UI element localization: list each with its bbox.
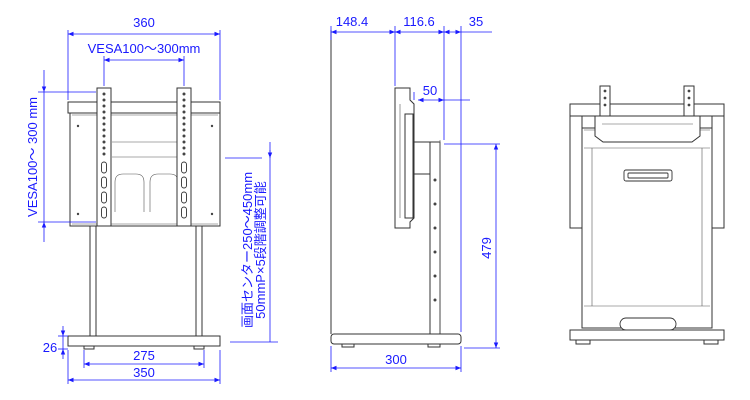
bracket-hole: [102, 104, 106, 108]
bracket-hole: [182, 98, 186, 102]
bracket-slot: [181, 191, 187, 204]
bracket-hole: [182, 134, 186, 138]
bracket-hole: [102, 92, 106, 96]
rear-view: [569, 85, 725, 345]
vesa-bracket-left: [96, 87, 112, 227]
bracket-hole: [102, 122, 106, 126]
side-foot-rear: [427, 343, 441, 348]
rear-lower-slot: [619, 317, 677, 331]
bracket-slot: [181, 176, 187, 189]
bracket-hole: [182, 152, 186, 156]
dim-label-50: 50: [423, 83, 437, 98]
front-top-plate: [67, 101, 221, 114]
front-base: [67, 335, 221, 347]
bracket-slot: [181, 161, 187, 174]
bracket-slot: [101, 176, 107, 189]
side-view: 148.4 116.6 35 50 479 300: [330, 14, 500, 372]
front-foot-right: [193, 345, 205, 350]
side-mount-plate: [404, 113, 414, 219]
bracket-hole: [102, 98, 106, 102]
column-hole: [433, 274, 437, 278]
rear-bracket-right: [683, 85, 695, 117]
rear-foot-left: [575, 339, 591, 345]
bracket-hole: [182, 116, 186, 120]
bracket-hole: [182, 146, 186, 150]
bracket-hole: [102, 134, 106, 138]
bracket-hole: [182, 92, 186, 96]
front-column-left: [89, 225, 97, 337]
dim-label-360: 360: [133, 15, 155, 30]
dim-label-vesa-horizontal: VESA100～300mm: [88, 41, 201, 56]
rear-foot-right: [703, 339, 719, 345]
column-hole: [433, 202, 437, 206]
front-view: 360 VESA100～300mm VESA100～ 300 mm 画面センター…: [25, 15, 278, 384]
bracket-hole: [102, 128, 106, 132]
bracket-slot: [101, 161, 107, 174]
bracket-slot: [101, 191, 107, 204]
rear-hook-plate: [594, 115, 701, 143]
adjust-steps-note: 50mmP×5段階調整可能: [253, 181, 268, 319]
bracket-hole: [102, 140, 106, 144]
front-foot-left: [83, 345, 95, 350]
bracket-hole: [102, 146, 106, 150]
bracket-slot: [101, 206, 107, 219]
front-panel: [69, 112, 221, 227]
rear-wing-right: [711, 115, 725, 229]
bracket-hole: [102, 152, 106, 156]
dim-label-148-4: 148.4: [336, 14, 369, 29]
bracket-hole: [182, 110, 186, 114]
dim-label-116-6: 116.6: [403, 14, 435, 29]
side-base: [330, 333, 462, 345]
bracket-hole: [102, 116, 106, 120]
dim-label-350: 350: [133, 365, 155, 380]
rear-box: [581, 127, 713, 329]
bracket-holes-left: [101, 92, 107, 219]
bracket-hole: [182, 128, 186, 132]
column-hole: [433, 178, 437, 182]
side-column-holes: [433, 178, 437, 302]
dim-label-479: 479: [479, 237, 494, 259]
column-hole: [433, 250, 437, 254]
dim-label-vesa-vertical: VESA100～ 300 mm: [25, 97, 40, 217]
bracket-hole: [102, 110, 106, 114]
side-foot-front: [341, 343, 355, 348]
column-hole: [433, 226, 437, 230]
rear-top-plate: [569, 103, 725, 117]
center-height-note: 画面センター250～450mm: [240, 172, 255, 328]
bracket-hole: [182, 140, 186, 144]
bracket-hole: [182, 104, 186, 108]
bracket-hole: [182, 122, 186, 126]
side-column: [429, 141, 441, 335]
bracket-slot: [181, 206, 187, 219]
dim-label-300: 300: [385, 352, 407, 367]
vesa-bracket-right: [176, 87, 192, 227]
rear-wing-left: [569, 115, 583, 229]
rear-bracket-left: [599, 85, 611, 117]
bracket-holes-right: [181, 92, 187, 219]
dim-label-35: 35: [469, 14, 483, 29]
front-column-right: [195, 225, 203, 337]
dim-label-275: 275: [133, 348, 155, 363]
column-hole: [433, 298, 437, 302]
rear-base: [569, 329, 725, 341]
dim-label-26: 26: [43, 340, 57, 355]
